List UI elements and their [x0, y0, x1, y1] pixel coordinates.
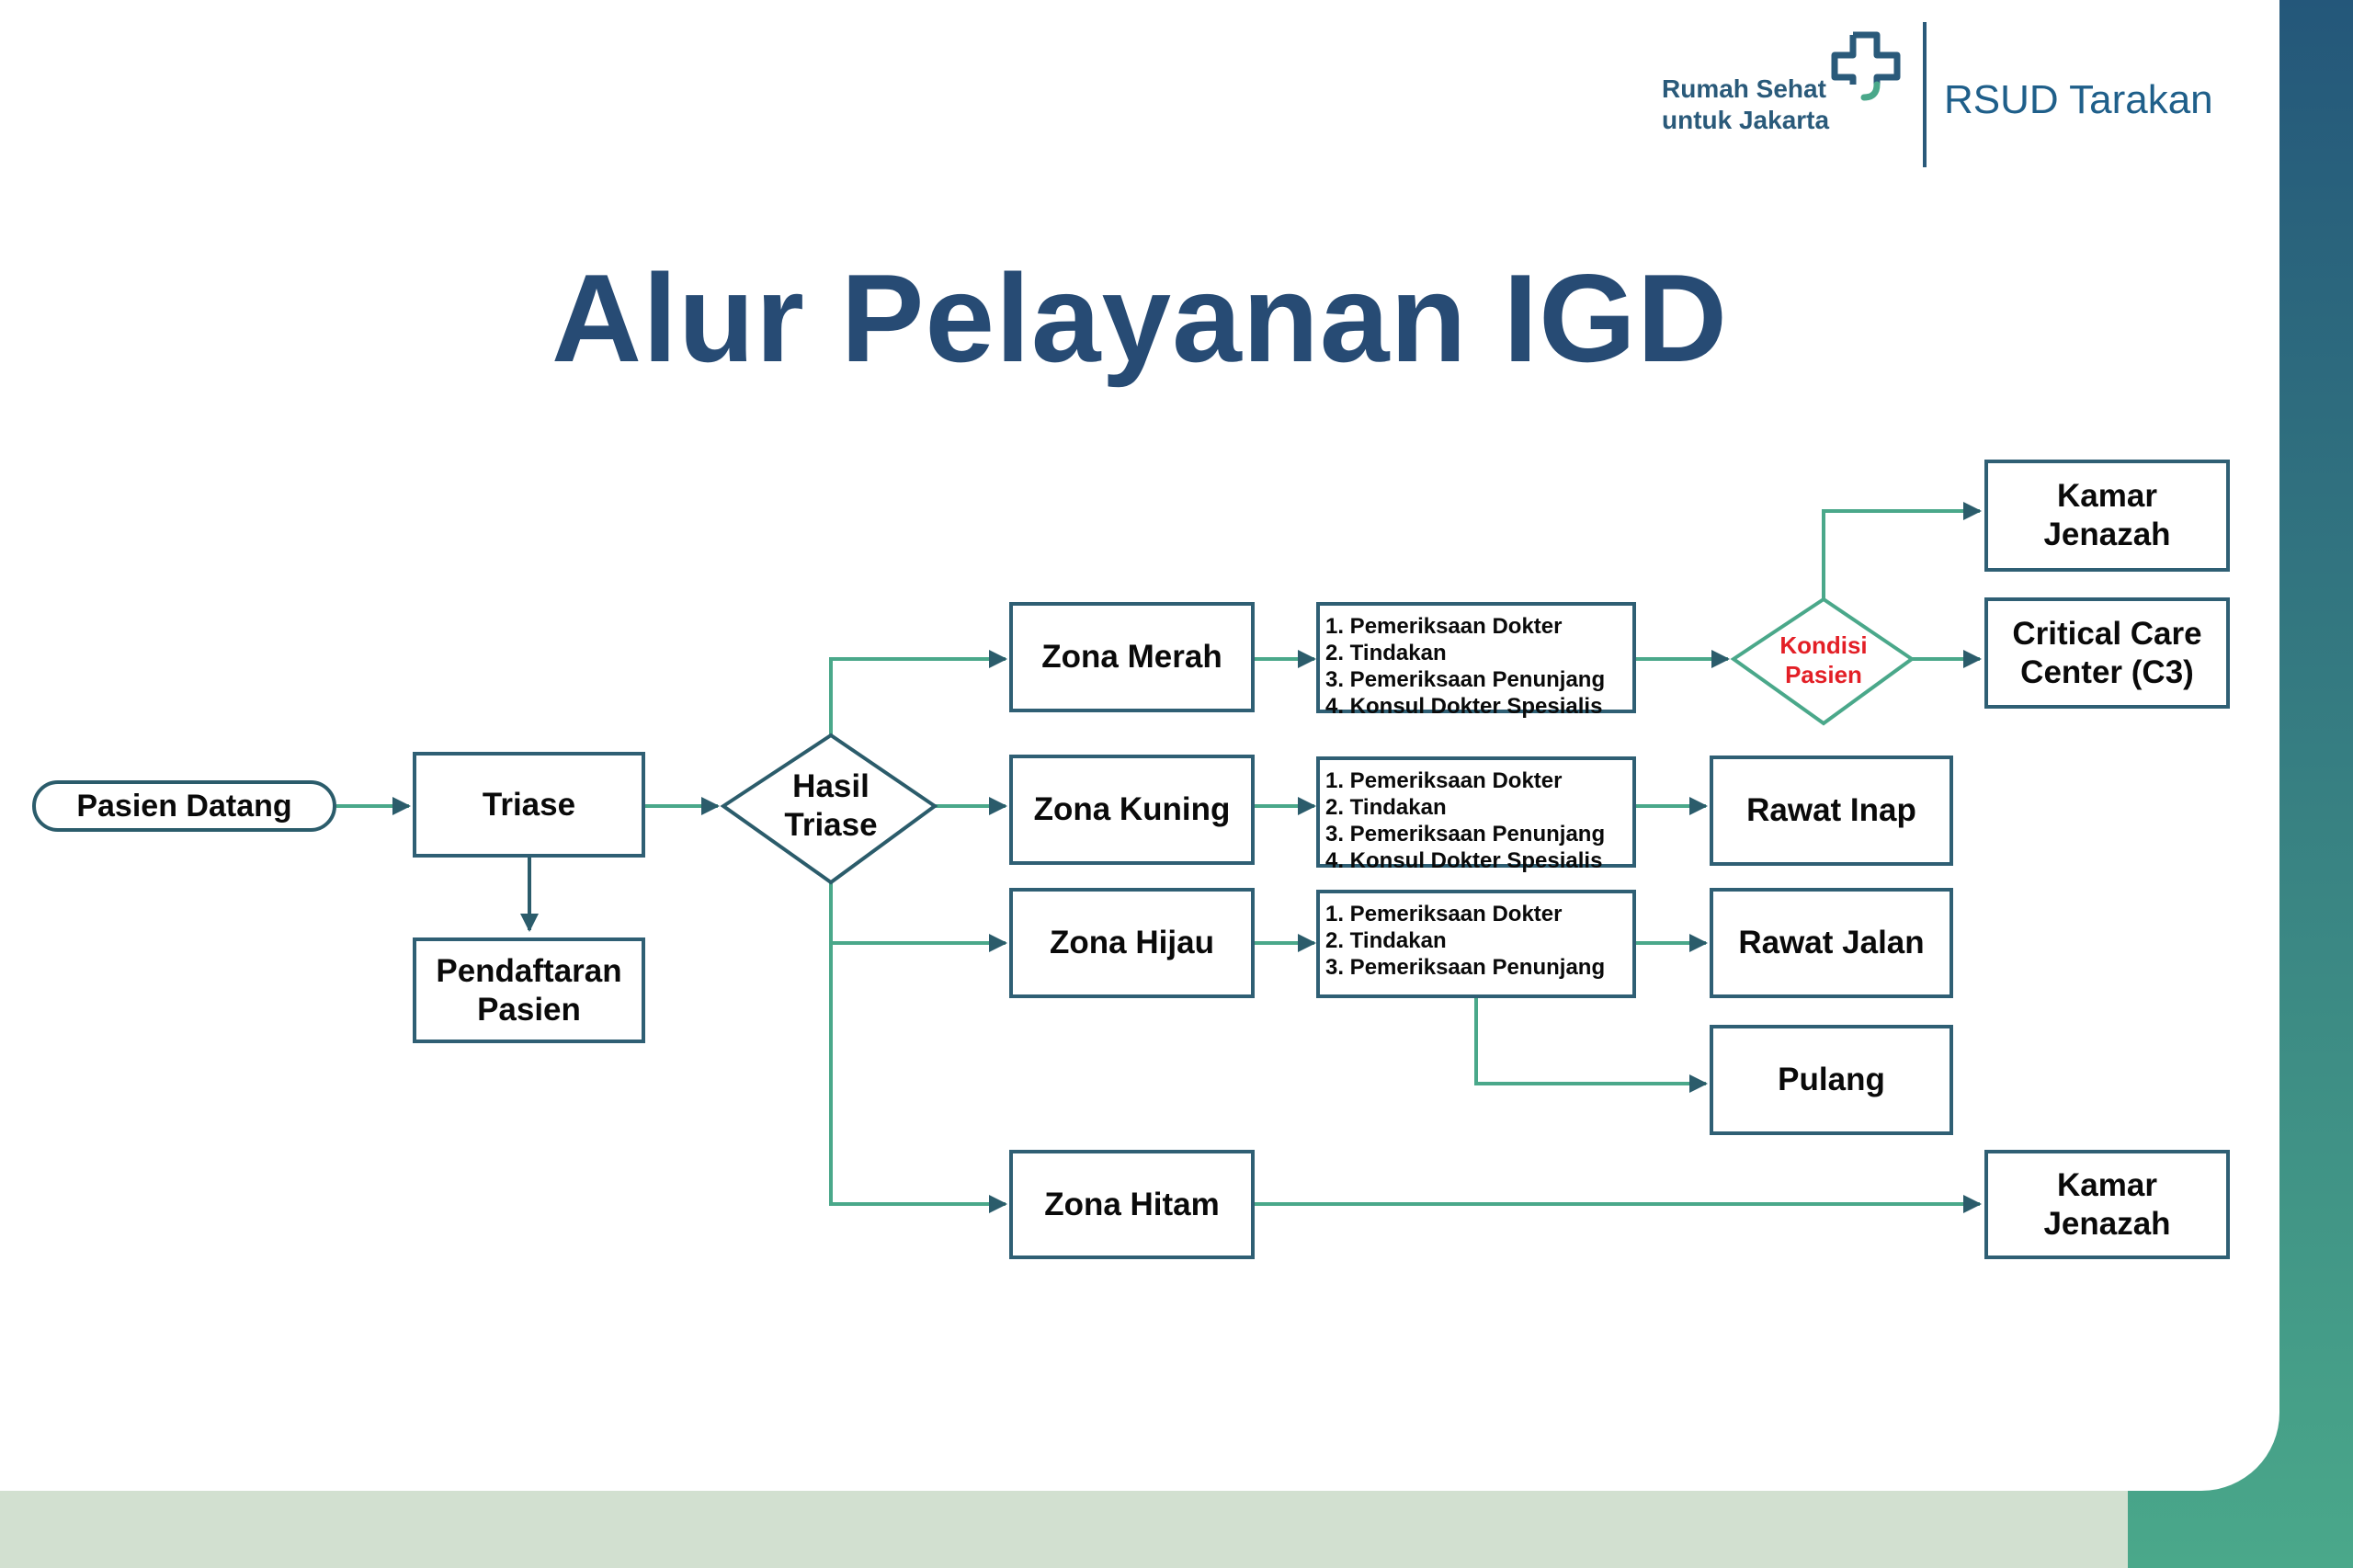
node-pendaftaran-pasien: Pendaftaran Pasien — [413, 937, 645, 1043]
logo-tagline: Rumah Sehat untuk Jakarta — [1662, 74, 1830, 134]
node-kamar-jenazah-top: Kamar Jenazah — [1984, 460, 2230, 572]
label-kondisi-pasien: Kondisi Pasien — [1779, 631, 1868, 688]
node-zona-hijau: Zona Hijau — [1009, 888, 1255, 998]
logo-divider — [1923, 22, 1927, 167]
node-critical-care: Critical Care Center (C3) — [1984, 597, 2230, 709]
step-merah-3: 3. Pemeriksaan Penunjang — [1325, 667, 1606, 692]
health-cross-icon — [1831, 31, 1901, 101]
node-zona-hitam: Zona Hitam — [1009, 1150, 1255, 1259]
arrow-hasil-merah — [829, 650, 1007, 735]
node-pulang: Pulang — [1710, 1025, 1953, 1135]
arrow-hasil-hijau — [829, 882, 1007, 952]
node-zona-merah: Zona Merah — [1009, 602, 1255, 712]
arrow-kondisi-kamar — [1822, 502, 1982, 599]
hospital-name: RSUD Tarakan — [1944, 77, 2213, 122]
hasil-triase-diamond — [720, 733, 938, 885]
step-merah-1: 1. Pemeriksaan Dokter — [1325, 614, 1563, 639]
arrow-hijau-pulang — [1474, 998, 1708, 1093]
label-hasil-triase: Hasil Triase — [784, 768, 878, 843]
node-rawat-inap: Rawat Inap — [1710, 756, 1953, 866]
step-kuning-4: 4. Konsul Dokter Spesialis — [1325, 848, 1603, 873]
step-merah-2: 2. Tindakan — [1325, 641, 1447, 665]
step-kuning-1: 1. Pemeriksaan Dokter — [1325, 768, 1563, 793]
arrow-hasil-hitam — [829, 943, 1007, 1213]
node-kamar-jenazah-bottom: Kamar Jenazah — [1984, 1150, 2230, 1259]
step-hijau-2: 2. Tindakan — [1325, 928, 1447, 953]
steps-kuning: 1. Pemeriksaan Dokter 2. Tindakan 3. Pem… — [1316, 756, 1636, 873]
page-title: Alur Pelayanan IGD — [551, 248, 1729, 388]
step-hijau-3: 3. Pemeriksaan Penunjang — [1325, 955, 1606, 980]
corner-accent — [2128, 0, 2353, 1568]
node-triase: Triase — [413, 752, 645, 858]
step-kuning-2: 2. Tindakan — [1325, 795, 1447, 820]
step-merah-4: 4. Konsul Dokter Spesialis — [1325, 694, 1603, 719]
node-rawat-jalan: Rawat Jalan — [1710, 888, 1953, 998]
kondisi-pasien-diamond — [1730, 597, 1915, 726]
node-zona-kuning: Zona Kuning — [1009, 755, 1255, 865]
steps-hijau: 1. Pemeriksaan Dokter 2. Tindakan 3. Pem… — [1316, 890, 1636, 998]
step-hijau-1: 1. Pemeriksaan Dokter — [1325, 902, 1563, 926]
node-pasien-datang: Pasien Datang — [32, 780, 336, 832]
bottom-band — [0, 1491, 2353, 1568]
steps-merah: 1. Pemeriksaan Dokter 2. Tindakan 3. Pem… — [1316, 602, 1636, 719]
step-kuning-3: 3. Pemeriksaan Penunjang — [1325, 822, 1606, 846]
